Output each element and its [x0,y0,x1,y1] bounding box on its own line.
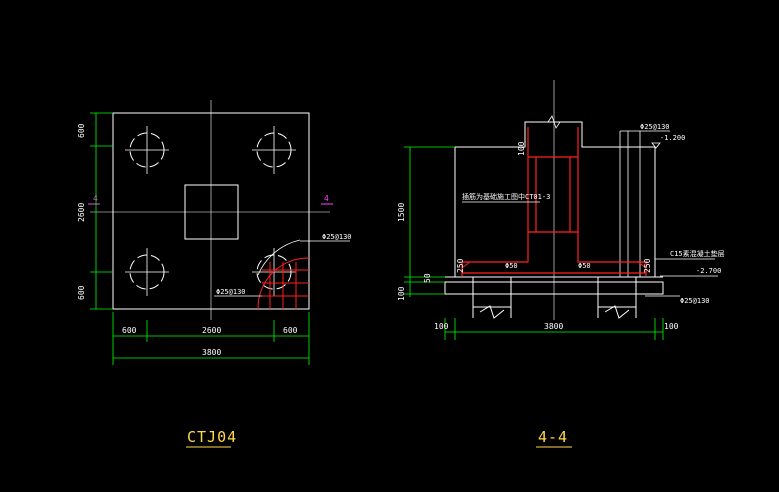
section-cushion-note: C15素混凝土垫层 [670,249,725,258]
plan-dim-left-1: 600 [77,123,86,138]
section-dim-width: 3800 [544,322,563,331]
svg-text:4: 4 [93,194,98,203]
section-rebar-bottom-label: Φ25@130 [680,297,710,305]
section-dim-50: 50 [423,273,432,283]
section-dim-100-left: 100 [434,322,449,331]
section-dim-100-top: 100 [517,141,526,156]
section-dim-100-bottom: 100 [397,286,406,301]
section-pile-right [597,276,637,319]
plan-dim-bottom-1: 600 [122,326,137,335]
section-pile-left [472,276,512,319]
svg-text:4: 4 [324,194,329,203]
plan-dim-bottom-3: 600 [283,326,298,335]
section-dim-250-left: 250 [456,258,465,273]
section-dim-height: 1500 [397,203,406,222]
section-title: 4-4 [538,428,568,446]
plan-dim-left-3: 600 [77,285,86,300]
section-elev-top: -1.200 [660,134,685,142]
pile-top-right [252,126,296,174]
section-rebar [461,127,647,276]
elev-top-marker [651,142,661,149]
cap-outline [454,121,656,277]
plan-rebar-label-top: Φ25@130 [322,233,352,241]
plan-dim-bottom [112,312,310,365]
section-rebar-left-label: Φ50 [505,262,518,270]
section-dim-250-right: 250 [643,258,652,273]
plan-dim-bottom-2: 2600 [202,326,221,335]
plan-dim-total: 3800 [202,348,221,357]
plan-rebar-label-bottom: Φ25@130 [216,288,246,296]
plan-dim-left [90,112,113,310]
pile-top-left [125,126,169,174]
section-dim-bottom [444,318,664,340]
rebar-detail-grid [257,257,310,310]
section-mark-right: 4 [321,194,333,205]
section-dim-100-right: 100 [664,322,679,331]
section-mark-left: 4 [88,194,100,205]
cushion-layer [444,281,664,295]
detail-arc-outline [257,239,301,276]
section-rebar-top-label: Φ25@130 [640,123,670,131]
rebar-hooks [461,261,647,269]
pile-bottom-left [125,248,169,296]
section-view: 1500 50 100 100 250 250 100 3800 100 Φ25… [397,80,725,448]
section-dim-left [404,146,455,297]
section-rebar-mid-label: Φ50 [578,262,591,270]
plan-view: Φ25@130 Φ25@130 4 4 600 2600 600 [77,100,352,448]
plan-dim-left-2: 2600 [77,203,86,222]
section-elev-bottom: -2.700 [696,267,721,275]
section-column-note: 插筋为基础施工图中CT01-3 [462,192,550,201]
plan-title: CTJ04 [187,428,237,446]
